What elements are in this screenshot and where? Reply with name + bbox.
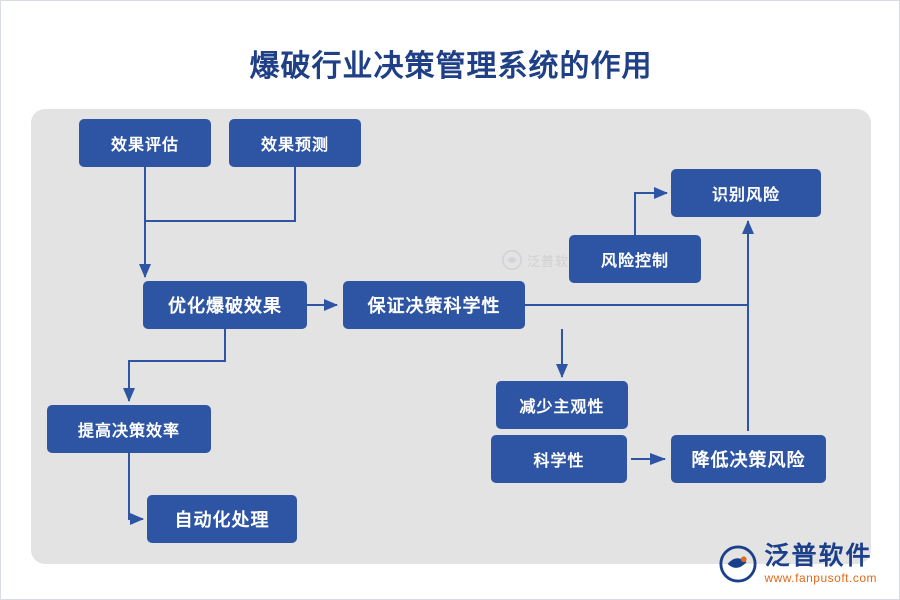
node-youhuabaopoxiaoguo[interactable]: 优化爆破效果 [143, 281, 307, 329]
page-title: 爆破行业决策管理系统的作用 [249, 50, 653, 83]
brand-name: 泛普软件 [764, 542, 873, 571]
edge-n8-n11 [128, 453, 144, 525]
node-label: 风险控制 [600, 253, 669, 270]
node-fengxiankongzhi[interactable]: 风险控制 [569, 235, 701, 283]
node-label: 降低决策风险 [691, 450, 806, 470]
diagram-canvas: 泛普软件 效果评估 效果预测 识别风险 风险控制 优化爆破效果 保证决策科学性 … [31, 109, 871, 564]
edge-n4-n3 [634, 187, 668, 235]
node-jianshaozhuguanxing[interactable]: 减少主观性 [496, 381, 628, 429]
center-watermark: 泛普软件 [501, 249, 583, 271]
watermark-text: 泛普软件 [527, 253, 584, 269]
node-label: 自动化处理 [174, 510, 270, 530]
node-tigaojuecexiaolv[interactable]: 提高决策效率 [47, 405, 211, 453]
node-kexuexing[interactable]: 科学性 [491, 435, 627, 483]
brand-url: www.fanpusoft.com [764, 571, 877, 586]
node-shibiefengxian[interactable]: 识别风险 [671, 169, 821, 217]
node-label: 保证决策科学性 [367, 296, 501, 316]
node-zidonghuachuli[interactable]: 自动化处理 [147, 495, 297, 543]
node-label: 优化爆破效果 [168, 296, 282, 316]
node-jiangdijuecefengxian[interactable]: 降低决策风险 [671, 435, 826, 483]
edge-n5-n8 [123, 329, 226, 402]
node-label: 效果预测 [260, 137, 329, 154]
brand-logo-icon [719, 545, 757, 583]
node-label: 识别风险 [711, 187, 780, 204]
node-label: 减少主观性 [519, 399, 605, 416]
node-xiaoguopinggu[interactable]: 效果评估 [79, 119, 211, 167]
watermark-logo-icon [501, 249, 523, 271]
node-label: 科学性 [533, 453, 585, 470]
node-label: 提高决策效率 [77, 423, 180, 440]
node-label: 效果评估 [110, 137, 179, 154]
node-baozhengjuecekexuexing[interactable]: 保证决策科学性 [343, 281, 525, 329]
brand-logo: 泛普软件 www.fanpusoft.com [719, 543, 877, 585]
node-xiaoguoyuce[interactable]: 效果预测 [229, 119, 361, 167]
